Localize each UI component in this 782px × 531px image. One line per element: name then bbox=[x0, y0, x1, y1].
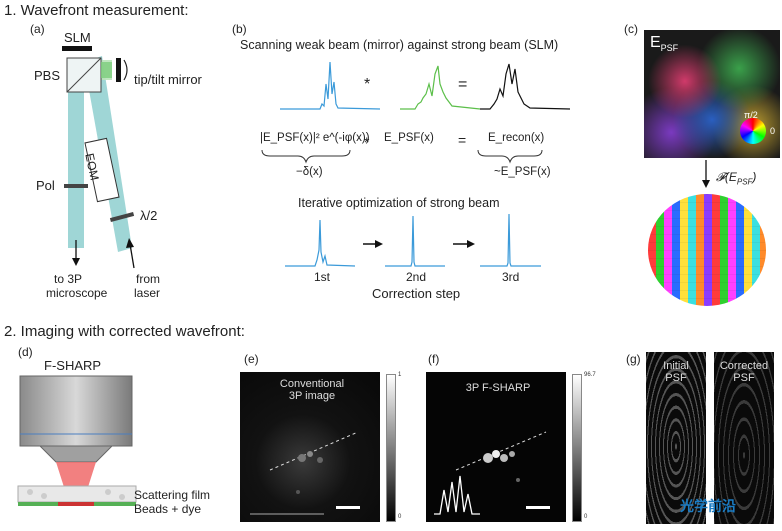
b-braces bbox=[261, 149, 543, 164]
e-cbar-max: 1 bbox=[398, 372, 402, 378]
panel-label-d: (d) bbox=[18, 345, 33, 359]
b-signal-plots bbox=[280, 61, 571, 110]
b-eq-mid: E_PSF(x) bbox=[384, 132, 434, 144]
panel-label-g: (g) bbox=[626, 352, 641, 366]
phase-color-wheel bbox=[740, 118, 766, 144]
panel-label-b: (b) bbox=[232, 22, 247, 36]
panel-label-a: (a) bbox=[30, 22, 45, 36]
b-step-1: 1st bbox=[314, 270, 331, 284]
section-title-1: 1. Wavefront measurement: bbox=[4, 2, 189, 19]
b-op-eq-1: = bbox=[458, 76, 468, 93]
b-step-2: 2nd bbox=[406, 270, 427, 284]
b-op-conv-2: * bbox=[364, 134, 370, 150]
c-zero-label: 0 bbox=[770, 126, 776, 136]
label-tip-tilt: tip/tilt mirror bbox=[134, 72, 202, 87]
fourier-pupil-pattern bbox=[648, 194, 766, 306]
c-epsf-label: EPSF bbox=[650, 34, 679, 54]
label-pbs: PBS bbox=[34, 68, 61, 83]
b-title: Scanning weak beam (mirror) against stro… bbox=[240, 38, 559, 52]
c-down-arrow bbox=[702, 160, 710, 188]
b-op-conv-1: * bbox=[364, 76, 371, 93]
laser-cone bbox=[56, 462, 96, 506]
panel-label-c: (c) bbox=[624, 22, 638, 36]
label-pol: Pol bbox=[36, 178, 55, 193]
b-under-left: −δ(x) bbox=[296, 166, 323, 178]
c-fourier-label: 𝓕(EPSF) bbox=[716, 170, 757, 187]
panel-label-f: (f) bbox=[428, 352, 440, 366]
slm-element bbox=[62, 46, 92, 51]
tip-tilt-mirror bbox=[116, 58, 121, 82]
label-microscope: microscope bbox=[46, 286, 108, 300]
corrected-psf-image bbox=[714, 352, 774, 524]
plot-green-signal bbox=[400, 65, 481, 110]
conventional-3p-image bbox=[240, 372, 380, 522]
label-laser: laser bbox=[134, 286, 161, 300]
d-scatter-label: Scattering film bbox=[134, 488, 211, 502]
b-correction-label: Correction step bbox=[372, 286, 461, 301]
f-cbar-min: 0 bbox=[584, 514, 588, 520]
plot-recon-signal bbox=[480, 63, 571, 110]
plot-step-2 bbox=[385, 215, 445, 267]
b-under-right: ~E_PSF(x) bbox=[494, 166, 551, 178]
b-op-eq-2: = bbox=[458, 132, 467, 148]
d-title: F-SHARP bbox=[44, 358, 102, 373]
plot-step-1 bbox=[285, 219, 356, 267]
beam-to-microscope bbox=[68, 60, 84, 248]
f-cbar-max: 96.7 bbox=[584, 372, 596, 378]
objective-body bbox=[19, 375, 133, 447]
b-iter-title: Iterative optimization of strong beam bbox=[298, 196, 500, 210]
half-wave-plate bbox=[109, 211, 135, 223]
objective-illustration bbox=[17, 375, 137, 506]
label-slm: SLM bbox=[64, 30, 91, 45]
f-colorbar bbox=[572, 374, 582, 522]
b-eq-right: E_recon(x) bbox=[488, 132, 545, 144]
b-eq-left: |E_PSF(x)|² e^(-iφ(x)) bbox=[260, 132, 370, 144]
fsharp-3p-image bbox=[426, 372, 566, 522]
f-caption: 3P F-SHARP bbox=[465, 382, 531, 394]
d-beads-label: Beads + dye bbox=[134, 502, 202, 516]
b-iteration-plots bbox=[285, 213, 541, 267]
label-from: from bbox=[136, 272, 160, 286]
plot-step-3 bbox=[480, 213, 541, 267]
label-to-3p: to 3P bbox=[54, 272, 83, 286]
polarizer bbox=[64, 184, 88, 188]
watermark: 光学前沿 bbox=[680, 498, 736, 514]
label-half-wave: λ/2 bbox=[140, 208, 158, 223]
b-step-3: 3rd bbox=[502, 270, 520, 284]
eom-box bbox=[84, 137, 120, 203]
e-colorbar bbox=[386, 374, 396, 522]
panel-label-e: (e) bbox=[244, 352, 259, 366]
c-pi2-label: π/2 bbox=[744, 110, 758, 120]
plot-blue-signal bbox=[280, 61, 381, 110]
e-cbar-min: 0 bbox=[398, 514, 402, 520]
scattering-film bbox=[17, 485, 137, 503]
section-title-2: 2. Imaging with corrected wavefront: bbox=[4, 323, 245, 340]
initial-psf-image bbox=[646, 352, 706, 524]
